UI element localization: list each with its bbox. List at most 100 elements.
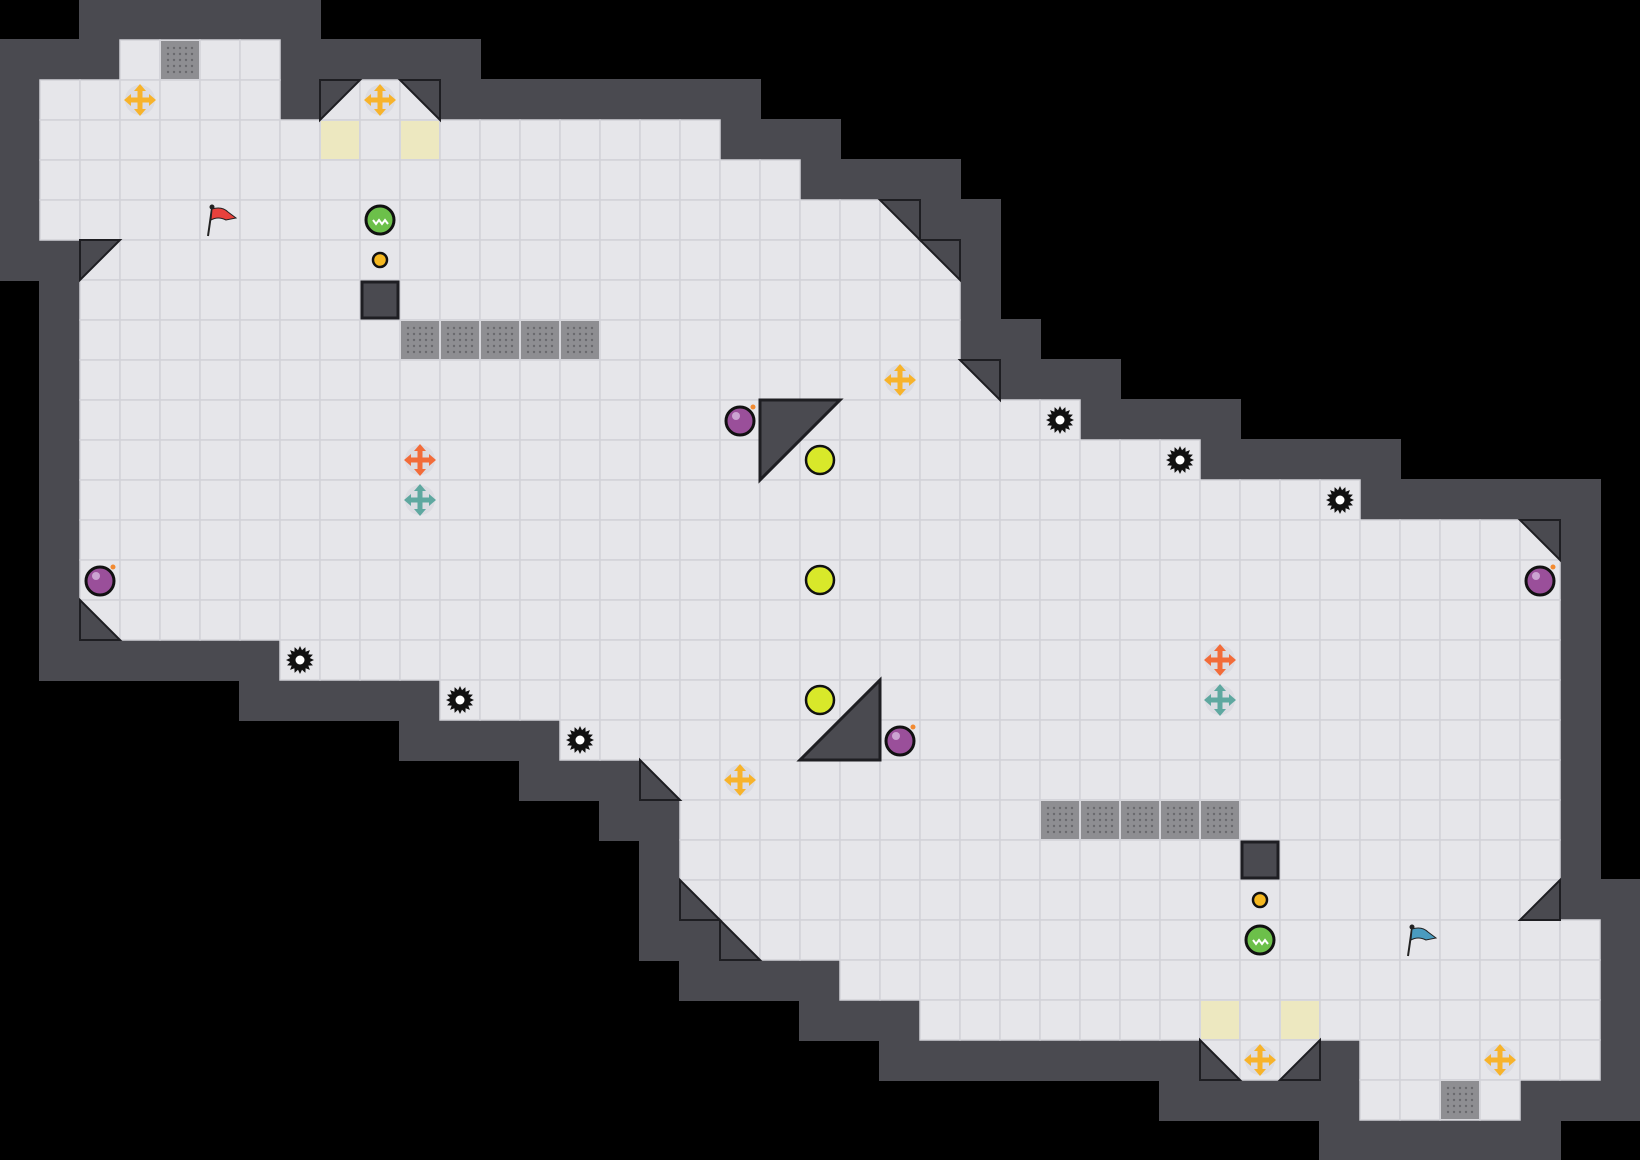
green-ball[interactable] (1244, 924, 1276, 956)
floor-tile (839, 959, 881, 1001)
yellow-cross-launcher[interactable] (1484, 1044, 1516, 1076)
bomb[interactable] (884, 724, 916, 757)
grate-dot (1132, 830, 1136, 834)
floor-tile (1119, 839, 1161, 881)
wall-tile (1319, 1119, 1361, 1160)
diagonal-wall (917, 239, 961, 283)
bomb[interactable] (84, 564, 116, 597)
yellow-cross-launcher[interactable] (1244, 1044, 1276, 1076)
grate-dot (1172, 806, 1176, 810)
grate-dots (1046, 806, 1074, 834)
grate-dot (566, 350, 570, 354)
teal-arrow-pad[interactable] (404, 484, 436, 516)
grate-dots (1126, 806, 1154, 834)
flag-cloth (210, 207, 238, 221)
orange-arrow-pad[interactable] (404, 444, 436, 476)
green-ball[interactable] (364, 204, 396, 236)
floor-tile (319, 159, 361, 201)
orange-arrow-pad[interactable] (1204, 644, 1236, 676)
grate-dot (1452, 1104, 1456, 1108)
yellow-ball[interactable] (804, 684, 836, 716)
teal-arrow-pad[interactable] (1204, 684, 1236, 716)
floor-tile (1519, 679, 1561, 721)
floor-tile (999, 999, 1041, 1041)
grate-dot (470, 338, 474, 342)
floor-tile (1439, 599, 1481, 641)
floor-tile (519, 479, 561, 521)
floor-tile (679, 839, 721, 881)
spike-gear[interactable] (1326, 486, 1354, 514)
floor-tile (1519, 999, 1561, 1041)
grate-dot (1104, 812, 1108, 816)
dark-block[interactable] (360, 280, 400, 320)
floor-tile (559, 239, 601, 281)
yellow-ball[interactable] (804, 444, 836, 476)
grate-dot (550, 350, 554, 354)
grate-dot (446, 350, 450, 354)
grate-dot (470, 326, 474, 330)
ramp-triangle (796, 676, 882, 762)
arm-head (1494, 1069, 1506, 1076)
grate-dot (498, 326, 502, 330)
floor-tile (559, 519, 601, 561)
yellow-ball[interactable] (804, 564, 836, 596)
spike-gear[interactable] (1046, 406, 1074, 434)
coin[interactable] (371, 251, 389, 269)
start-flag-red[interactable] (207, 204, 238, 237)
grate-dot (1064, 818, 1068, 822)
coin[interactable] (1251, 891, 1269, 909)
spike-gear[interactable] (286, 646, 314, 674)
arm-stem (369, 97, 380, 103)
floor-tile (79, 279, 121, 321)
yellow-cross-launcher[interactable] (884, 364, 916, 396)
grate-dot (1126, 824, 1130, 828)
floor-tile (1199, 759, 1241, 801)
grate-dot (1470, 1086, 1474, 1090)
floor-tile (1239, 599, 1281, 641)
yellow-cross-launcher[interactable] (364, 84, 396, 116)
floor-tile (919, 599, 961, 641)
floor-tile (1159, 879, 1201, 921)
floor-tile (959, 439, 1001, 481)
floor-tile (599, 199, 641, 241)
floor-tile (639, 479, 681, 521)
goal-flag-blue[interactable] (1407, 924, 1438, 957)
floor-tile (479, 359, 521, 401)
floor-tile (879, 319, 921, 361)
dark-block[interactable] (1240, 840, 1280, 880)
grate-dot (1058, 806, 1062, 810)
floor-tile (239, 159, 281, 201)
floor-tile (839, 799, 881, 841)
grate-dot (1184, 818, 1188, 822)
grate-dot (584, 338, 588, 342)
floor-tile (119, 159, 161, 201)
floor-tile (719, 879, 761, 921)
yellow-cross-launcher[interactable] (124, 84, 156, 116)
floor-tile (1039, 519, 1081, 561)
arm-stem (377, 89, 383, 100)
grate-dot (532, 326, 536, 330)
floor-tile (599, 239, 641, 281)
bomb[interactable] (724, 404, 756, 437)
floor-tile (1359, 559, 1401, 601)
yellow-cross-launcher[interactable] (724, 764, 756, 796)
bomb[interactable] (1524, 564, 1556, 597)
floor-tile (239, 319, 281, 361)
floor-tile (1399, 879, 1441, 921)
floor-tile (799, 279, 841, 321)
spike-gear[interactable] (566, 726, 594, 754)
wall-tile (1519, 479, 1561, 521)
wall-tile (1559, 559, 1601, 601)
arm-stem (417, 460, 423, 471)
spike-gear[interactable] (1166, 446, 1194, 474)
floor-tile (759, 279, 801, 321)
floor-tile (719, 639, 761, 681)
wall-tile (1559, 839, 1601, 881)
spike-gear[interactable] (446, 686, 474, 714)
floor-tile (319, 319, 361, 361)
grate-dot (184, 70, 188, 74)
wall-tile (1559, 599, 1601, 641)
floor-tile (279, 439, 321, 481)
